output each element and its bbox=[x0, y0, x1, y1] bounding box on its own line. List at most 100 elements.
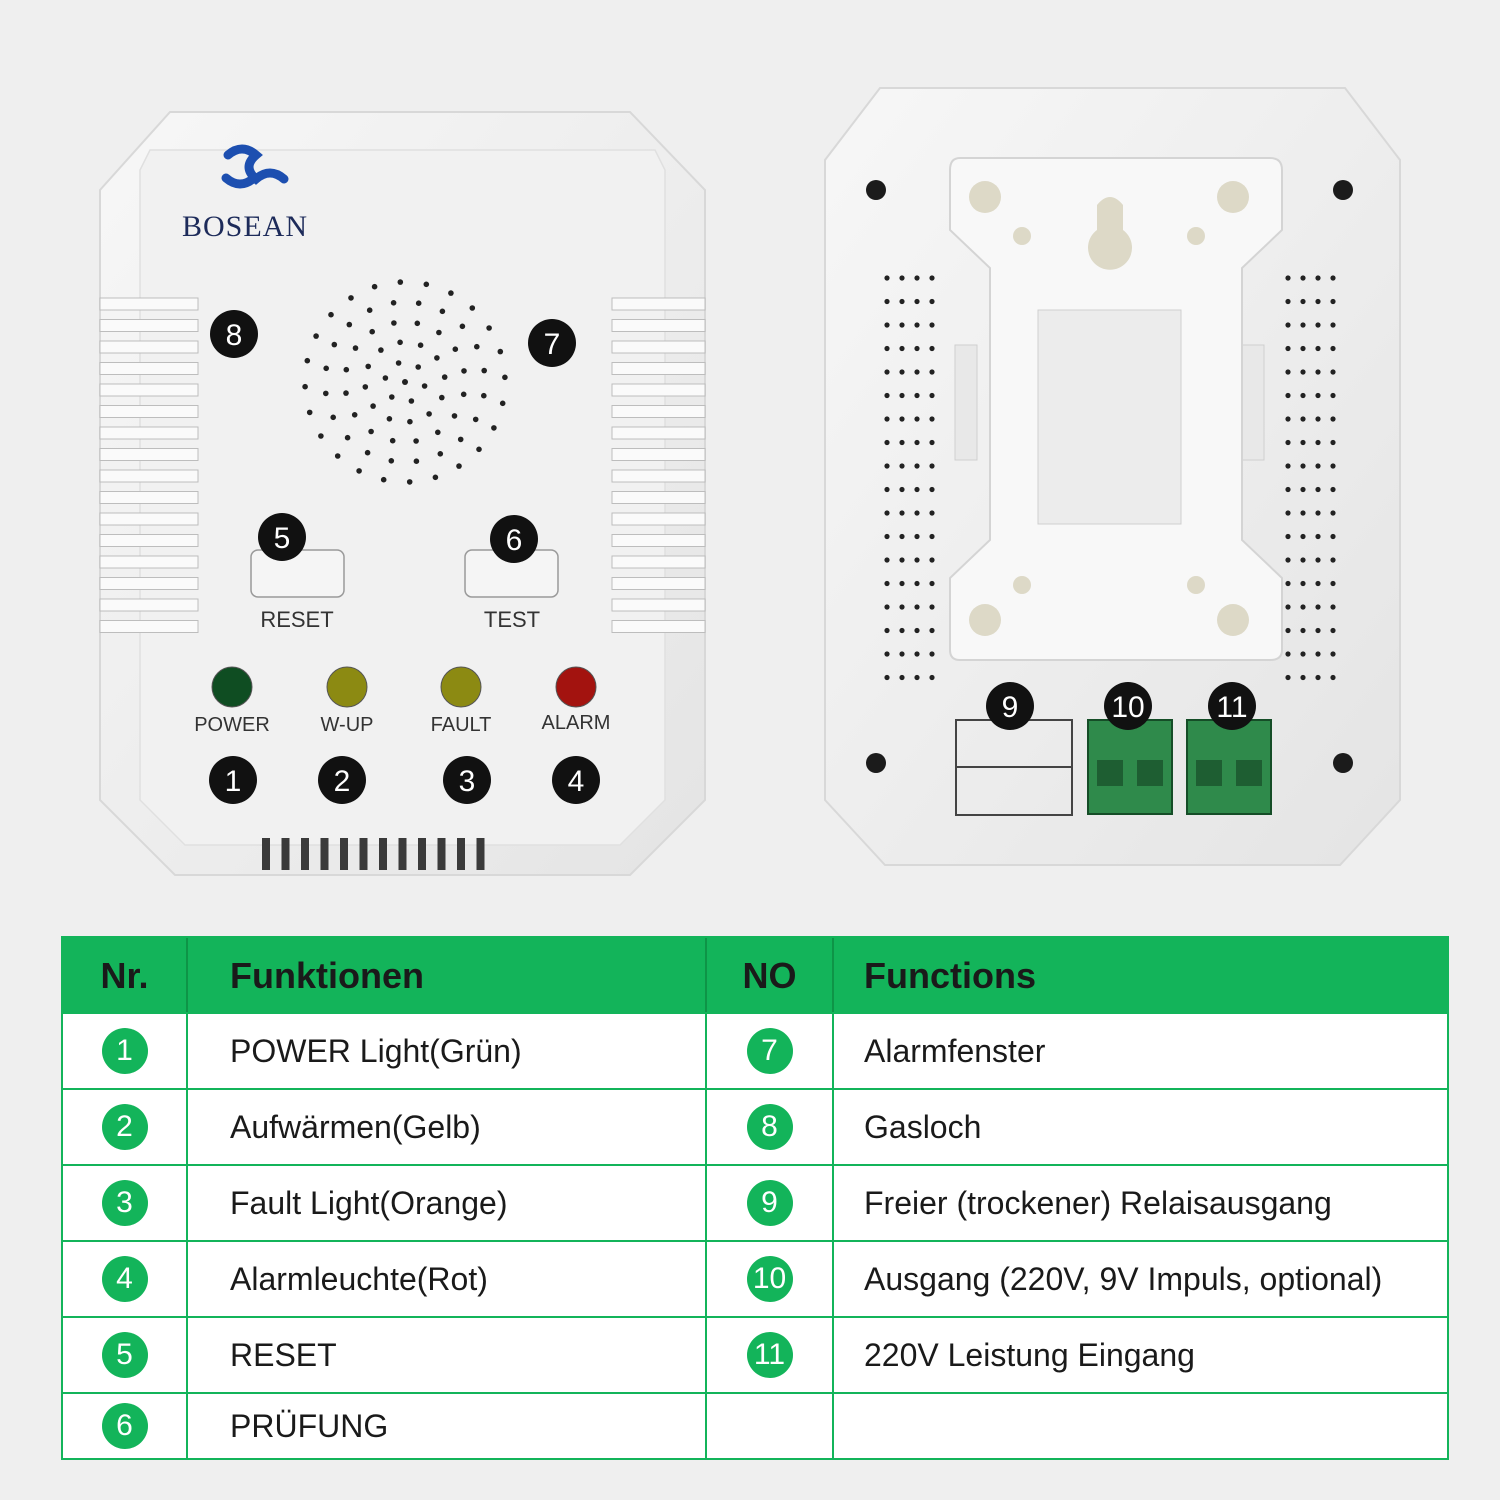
table-row: 3 Fault Light(Orange) 9 Freier (trockene… bbox=[63, 1164, 1447, 1240]
speaker-hole bbox=[389, 437, 396, 444]
test-label: TEST bbox=[484, 607, 540, 632]
vent-dot bbox=[929, 486, 935, 493]
vent-slat bbox=[611, 555, 706, 569]
vent-dot bbox=[914, 345, 920, 352]
header-no: NO bbox=[705, 938, 832, 1014]
speaker-hole bbox=[499, 400, 506, 407]
speaker-hole bbox=[356, 468, 362, 474]
alarm-window-speaker bbox=[302, 279, 508, 485]
vent-dot bbox=[1300, 345, 1306, 352]
speaker-hole bbox=[415, 364, 422, 370]
vent-slat bbox=[99, 512, 199, 526]
speaker-hole bbox=[451, 413, 458, 419]
table-header-row: Nr. Funktionen NO Functions bbox=[63, 938, 1447, 1014]
vent-dot bbox=[929, 533, 935, 540]
vent-dot bbox=[1315, 627, 1321, 634]
speaker-hole bbox=[397, 339, 403, 346]
speaker-hole bbox=[323, 390, 329, 397]
speaker-hole bbox=[343, 390, 349, 396]
bosean-logo-icon bbox=[221, 144, 289, 189]
warmup-led-label: W-UP bbox=[321, 714, 374, 736]
reset-label: RESET bbox=[260, 607, 333, 632]
speaker-hole bbox=[452, 346, 459, 353]
vent-slat bbox=[611, 383, 706, 397]
vent-slat bbox=[99, 297, 199, 311]
vent-dot bbox=[1330, 580, 1336, 587]
gas-hole-vents-left bbox=[99, 297, 199, 633]
function-text-de: RESET bbox=[230, 1336, 337, 1373]
callout-badge-3: 3 bbox=[443, 756, 491, 804]
speaker-hole bbox=[352, 345, 359, 351]
vent-dot bbox=[1285, 627, 1291, 634]
screw-icon bbox=[1333, 180, 1353, 200]
vent-dot bbox=[884, 486, 890, 493]
callout-badge-8: 8 bbox=[210, 310, 258, 358]
speaker-hole bbox=[313, 333, 319, 339]
fault-led-label: FAULT bbox=[431, 714, 492, 736]
speaker-hole bbox=[382, 375, 389, 381]
vent-dot bbox=[1315, 510, 1321, 516]
vent-dot bbox=[1300, 557, 1306, 563]
vent-dot bbox=[1285, 416, 1291, 422]
number-badge: 10 bbox=[746, 1256, 793, 1302]
gas-hole-vents-right bbox=[611, 297, 706, 633]
table-row: 5 RESET 11 220V Leistung Eingang bbox=[63, 1316, 1447, 1392]
vent-dot bbox=[884, 604, 890, 610]
svg-text:6: 6 bbox=[506, 524, 523, 557]
speaker-hole bbox=[378, 347, 384, 353]
speaker-hole bbox=[481, 367, 488, 374]
speaker-hole bbox=[456, 463, 462, 469]
vent-slot bbox=[379, 838, 387, 870]
vent-dot bbox=[1285, 369, 1291, 375]
mount-hole bbox=[1013, 576, 1031, 594]
function-text: Gasloch bbox=[864, 1108, 982, 1145]
mount-hole bbox=[1217, 181, 1249, 213]
vent-slot bbox=[476, 838, 485, 870]
vent-slat bbox=[99, 405, 199, 418]
vent-dot bbox=[899, 322, 905, 328]
speaker-hole bbox=[476, 446, 482, 453]
vent-dot bbox=[1330, 533, 1336, 540]
mount-hole bbox=[1217, 604, 1249, 636]
vent-dot bbox=[1330, 439, 1336, 446]
vent-slat bbox=[99, 469, 199, 483]
vent-dot bbox=[1285, 651, 1291, 657]
vent-dot bbox=[1300, 651, 1306, 657]
svg-text:2: 2 bbox=[334, 765, 351, 798]
mount-hole bbox=[1187, 227, 1205, 245]
vent-slot bbox=[437, 838, 446, 870]
vent-slot bbox=[418, 838, 426, 870]
vent-slot bbox=[340, 838, 348, 870]
vent-dot bbox=[1315, 345, 1321, 352]
vent-slat bbox=[99, 383, 199, 397]
fault-led bbox=[440, 666, 482, 708]
vent-dot bbox=[899, 533, 905, 540]
vent-dot bbox=[1285, 510, 1291, 516]
speaker-hole bbox=[472, 416, 479, 423]
vent-dot bbox=[929, 463, 935, 469]
speaker-hole bbox=[395, 360, 402, 366]
number-badge: 11 bbox=[746, 1332, 793, 1378]
vent-slot bbox=[262, 838, 270, 870]
vent-slat bbox=[611, 297, 706, 311]
vent-slat bbox=[611, 534, 706, 547]
screw-icon bbox=[866, 180, 886, 200]
speaker-hole bbox=[448, 290, 454, 296]
reset-button[interactable] bbox=[250, 549, 345, 598]
vent-dot bbox=[1330, 510, 1336, 516]
speaker-hole bbox=[346, 321, 353, 328]
vent-dot bbox=[884, 463, 890, 469]
speaker-hole bbox=[426, 411, 432, 417]
callout-badge-6: 6 bbox=[490, 515, 538, 563]
vent-dot bbox=[1285, 533, 1291, 540]
vent-dot bbox=[1285, 345, 1291, 352]
header-funktionen: Funktionen bbox=[186, 938, 705, 1014]
speaker-hole bbox=[436, 329, 442, 336]
speaker-hole bbox=[474, 343, 480, 350]
power-led-label: POWER bbox=[194, 714, 270, 736]
vent-dot bbox=[1285, 486, 1291, 493]
vent-dot bbox=[1315, 651, 1321, 657]
function-text-de: PRÜFUNG bbox=[230, 1407, 389, 1444]
vent-dot bbox=[899, 580, 905, 587]
vent-dot bbox=[1315, 580, 1321, 587]
